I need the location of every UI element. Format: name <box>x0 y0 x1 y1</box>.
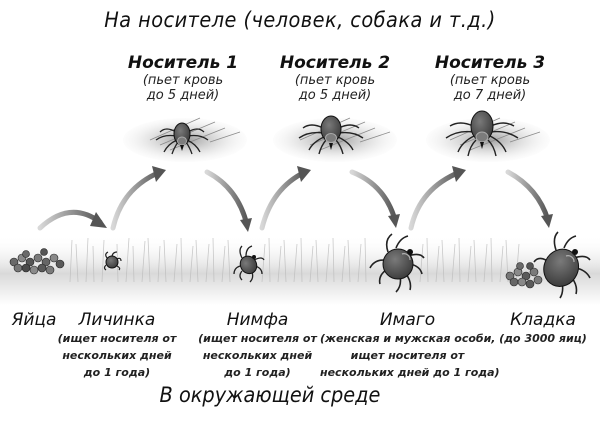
stage-adult-note-line1: (женская и мужская особи, <box>320 332 496 345</box>
host-1-note-line1: (пьет кровь <box>142 73 224 88</box>
host3-tick <box>445 110 519 157</box>
stage-clutch-note-line1: (до 3000 яиц) <box>499 332 587 345</box>
host-section-title: На носителе (человек, собака и т.д.) <box>104 8 496 32</box>
stage-adult-note-line2: ищет носителя от <box>350 349 465 362</box>
host-3-note-line2: до 7 дней) <box>453 88 527 103</box>
arrow-host1-to-nymph <box>204 169 250 228</box>
stage-larva-note-line2: нескольких дней <box>62 349 172 362</box>
host-3-label: Носитель 3 (пьет кровь до 7 дней) <box>425 53 555 103</box>
host-2-label: Носитель 2 (пьет кровь до 5 дней) <box>270 53 400 103</box>
host2-tick <box>298 115 364 155</box>
host-1-label: Носитель 1 (пьет кровь до 5 дней) <box>118 53 248 103</box>
arrow-host3-to-clutch <box>505 169 551 223</box>
clutch-eggs <box>505 262 543 289</box>
host-2-name: Носитель 2 <box>279 53 391 73</box>
stage-larva-label: Личинка (ищет носителя от нескольких дне… <box>52 310 182 381</box>
stage-adult-label: Имаго (женская и мужская особи, ищет нос… <box>320 310 500 381</box>
stage-adult-note-line3: нескольких дней до 1 года) <box>320 366 500 379</box>
host-3-note-line1: (пьет кровь <box>449 73 531 88</box>
stage-nymph-label: Нимфа (ищет носителя от нескольких дней … <box>195 310 320 381</box>
stage-larva-note-line3: до 1 года) <box>83 366 151 379</box>
arrow-host2-to-adult <box>349 169 398 223</box>
arrow-adult-to-host3 <box>408 169 463 231</box>
environment-section-title: В окружающей среде <box>159 383 381 407</box>
stage-clutch-label: Кладка (до 3000 яиц) <box>498 310 588 347</box>
arrow-nymph-to-host2 <box>259 169 308 231</box>
host-1-name: Носитель 1 <box>127 53 239 73</box>
stage-nymph-note-line1: (ищет носителя от <box>198 332 317 345</box>
stage-clutch-name: Кладка <box>510 310 576 330</box>
adult-tick <box>369 233 425 293</box>
larva-tick <box>103 251 122 271</box>
host-2-note-line1: (пьет кровь <box>294 73 376 88</box>
host-2-note-line2: до 5 дней) <box>298 88 372 103</box>
host-1-note-line2: до 5 дней) <box>146 88 220 103</box>
stage-eggs-name: Яйца <box>11 310 57 330</box>
eggs-cluster <box>9 248 65 275</box>
grass-ground <box>0 235 600 305</box>
host-3-name: Носитель 3 <box>434 53 546 73</box>
arrow-larva-to-host1 <box>110 169 163 231</box>
host1-tick <box>155 122 209 155</box>
stage-nymph-note-line3: до 1 года) <box>224 366 291 379</box>
nymph-tick <box>233 245 265 283</box>
stage-larva-note-line1: (ищет носителя от <box>57 332 177 345</box>
stage-adult-name: Имаго <box>379 310 436 330</box>
stage-larva-name: Личинка <box>78 310 156 330</box>
lifecycle-arrows <box>37 169 551 231</box>
arrow-heads <box>90 166 553 232</box>
stage-nymph-name: Нимфа <box>226 310 289 330</box>
host-skin-patches <box>123 117 550 162</box>
stage-eggs-label: Яйца <box>4 310 64 330</box>
clutch-female-tick <box>533 231 591 299</box>
stage-nymph-note-line2: нескольких дней <box>202 349 313 362</box>
